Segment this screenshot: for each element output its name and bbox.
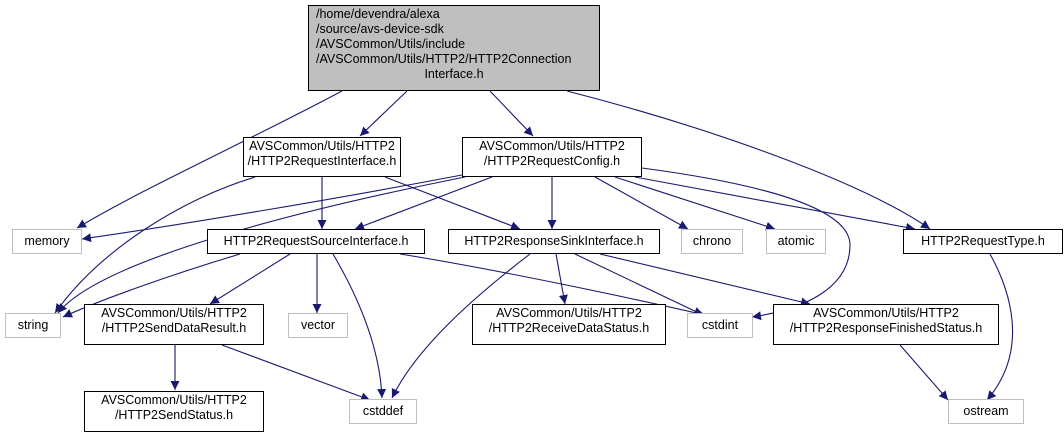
node-http2-response-finished-status[interactable]: AVSCommon/Utils/HTTP2 /HTTP2ResponseFini… xyxy=(773,304,999,345)
node-http2-send-status[interactable]: AVSCommon/Utils/HTTP2 /HTTP2SendStatus.h xyxy=(84,391,264,432)
node-string[interactable]: string xyxy=(5,313,61,338)
node-line: cstdint xyxy=(701,318,739,332)
node-http2-response-sink-interface[interactable]: HTTP2ResponseSinkInterface.h xyxy=(448,229,660,254)
node-line: cstddef xyxy=(362,404,404,418)
node-line: AVSCommon/Utils/HTTP2 xyxy=(101,306,247,320)
node-http2-request-source-interface[interactable]: HTTP2RequestSourceInterface.h xyxy=(207,229,425,254)
node-cstdint[interactable]: cstdint xyxy=(687,313,753,338)
node-line: /AVSCommon/Utils/HTTP2/HTTP2Connection xyxy=(316,52,572,66)
node-line: AVSCommon/Utils/HTTP2 xyxy=(101,393,247,407)
node-line: /source/avs-device-sdk xyxy=(316,22,444,36)
edge-finished-status-ostream xyxy=(899,344,949,401)
node-line: AVSCommon/Utils/HTTP2 xyxy=(479,139,625,153)
node-http2-receive-data-status[interactable]: AVSCommon/Utils/HTTP2 /HTTP2ReceiveDataS… xyxy=(472,304,666,345)
node-line: /home/devendra/alexa xyxy=(316,7,440,21)
edge-config-request-type xyxy=(634,176,916,232)
node-line: /HTTP2SendDataResult.h xyxy=(101,321,247,335)
edge-source-cstdint xyxy=(399,253,706,318)
edge-source-send-data-result xyxy=(209,253,291,305)
node-line: Interface.h xyxy=(424,67,484,81)
node-line: memory xyxy=(24,234,70,248)
edge-sink-finished-status xyxy=(599,253,811,307)
edge-type-ostream xyxy=(986,253,1014,401)
edge-source-cstddef xyxy=(332,253,387,399)
node-line: /HTTP2RequestConfig.h xyxy=(483,154,621,168)
node-ostream[interactable]: ostream xyxy=(948,399,1024,424)
node-http2-send-data-result[interactable]: AVSCommon/Utils/HTTP2 /HTTP2SendDataResu… xyxy=(84,304,264,345)
node-cstddef[interactable]: cstddef xyxy=(349,399,417,424)
node-http2-request-type[interactable]: HTTP2RequestType.h xyxy=(903,229,1063,254)
node-line: /HTTP2RequestInterface.h xyxy=(247,154,397,168)
edge-send-data-result-cstddef xyxy=(221,344,371,402)
node-line: /HTTP2ReceiveDataStatus.h xyxy=(488,321,650,335)
edge-sink-cstddef xyxy=(391,253,531,399)
edge-source-string xyxy=(62,253,241,318)
node-line: ostream xyxy=(963,404,1009,418)
edge-reqiface-sink xyxy=(384,176,521,230)
edge-main-request-config xyxy=(489,90,534,137)
node-line: AVSCommon/Utils/HTTP2 xyxy=(496,306,642,320)
node-line: string xyxy=(17,318,49,332)
node-http2-request-interface[interactable]: AVSCommon/Utils/HTTP2 /HTTP2RequestInter… xyxy=(243,137,401,177)
node-chrono[interactable]: chrono xyxy=(681,229,743,254)
node-line: HTTP2ResponseSinkInterface.h xyxy=(464,234,644,248)
edge-config-memory xyxy=(81,174,463,243)
node-line: /HTTP2ResponseFinishedStatus.h xyxy=(789,321,983,335)
edge-config-chrono xyxy=(594,176,689,230)
node-http2-connection-interface[interactable]: /home/devendra/alexa /source/avs-device-… xyxy=(308,5,600,91)
node-line: vector xyxy=(300,318,336,332)
node-line: AVSCommon/Utils/HTTP2 xyxy=(813,306,959,320)
edge-config-source xyxy=(354,176,493,231)
edge-sink-cstdint xyxy=(574,253,704,316)
node-line: HTTP2RequestType.h xyxy=(921,234,1045,248)
edge-main-request-interface xyxy=(359,90,408,137)
node-http2-request-config[interactable]: AVSCommon/Utils/HTTP2 /HTTP2RequestConfi… xyxy=(462,137,642,177)
node-line: chrono xyxy=(692,234,732,248)
edge-main-memory xyxy=(76,90,343,229)
node-line: AVSCommon/Utils/HTTP2 xyxy=(249,139,395,153)
node-line: /HTTP2SendStatus.h xyxy=(114,408,234,422)
node-line: /AVSCommon/Utils/include xyxy=(316,37,466,51)
node-memory[interactable]: memory xyxy=(12,229,82,254)
edge-sink-receive-status xyxy=(555,253,568,305)
node-atomic[interactable]: atomic xyxy=(766,229,826,254)
edge-main-request-type xyxy=(566,90,931,230)
node-vector[interactable]: vector xyxy=(288,313,348,338)
edge-config-atomic xyxy=(614,176,776,231)
node-line: HTTP2RequestSourceInterface.h xyxy=(223,234,409,248)
node-line: atomic xyxy=(777,234,815,248)
